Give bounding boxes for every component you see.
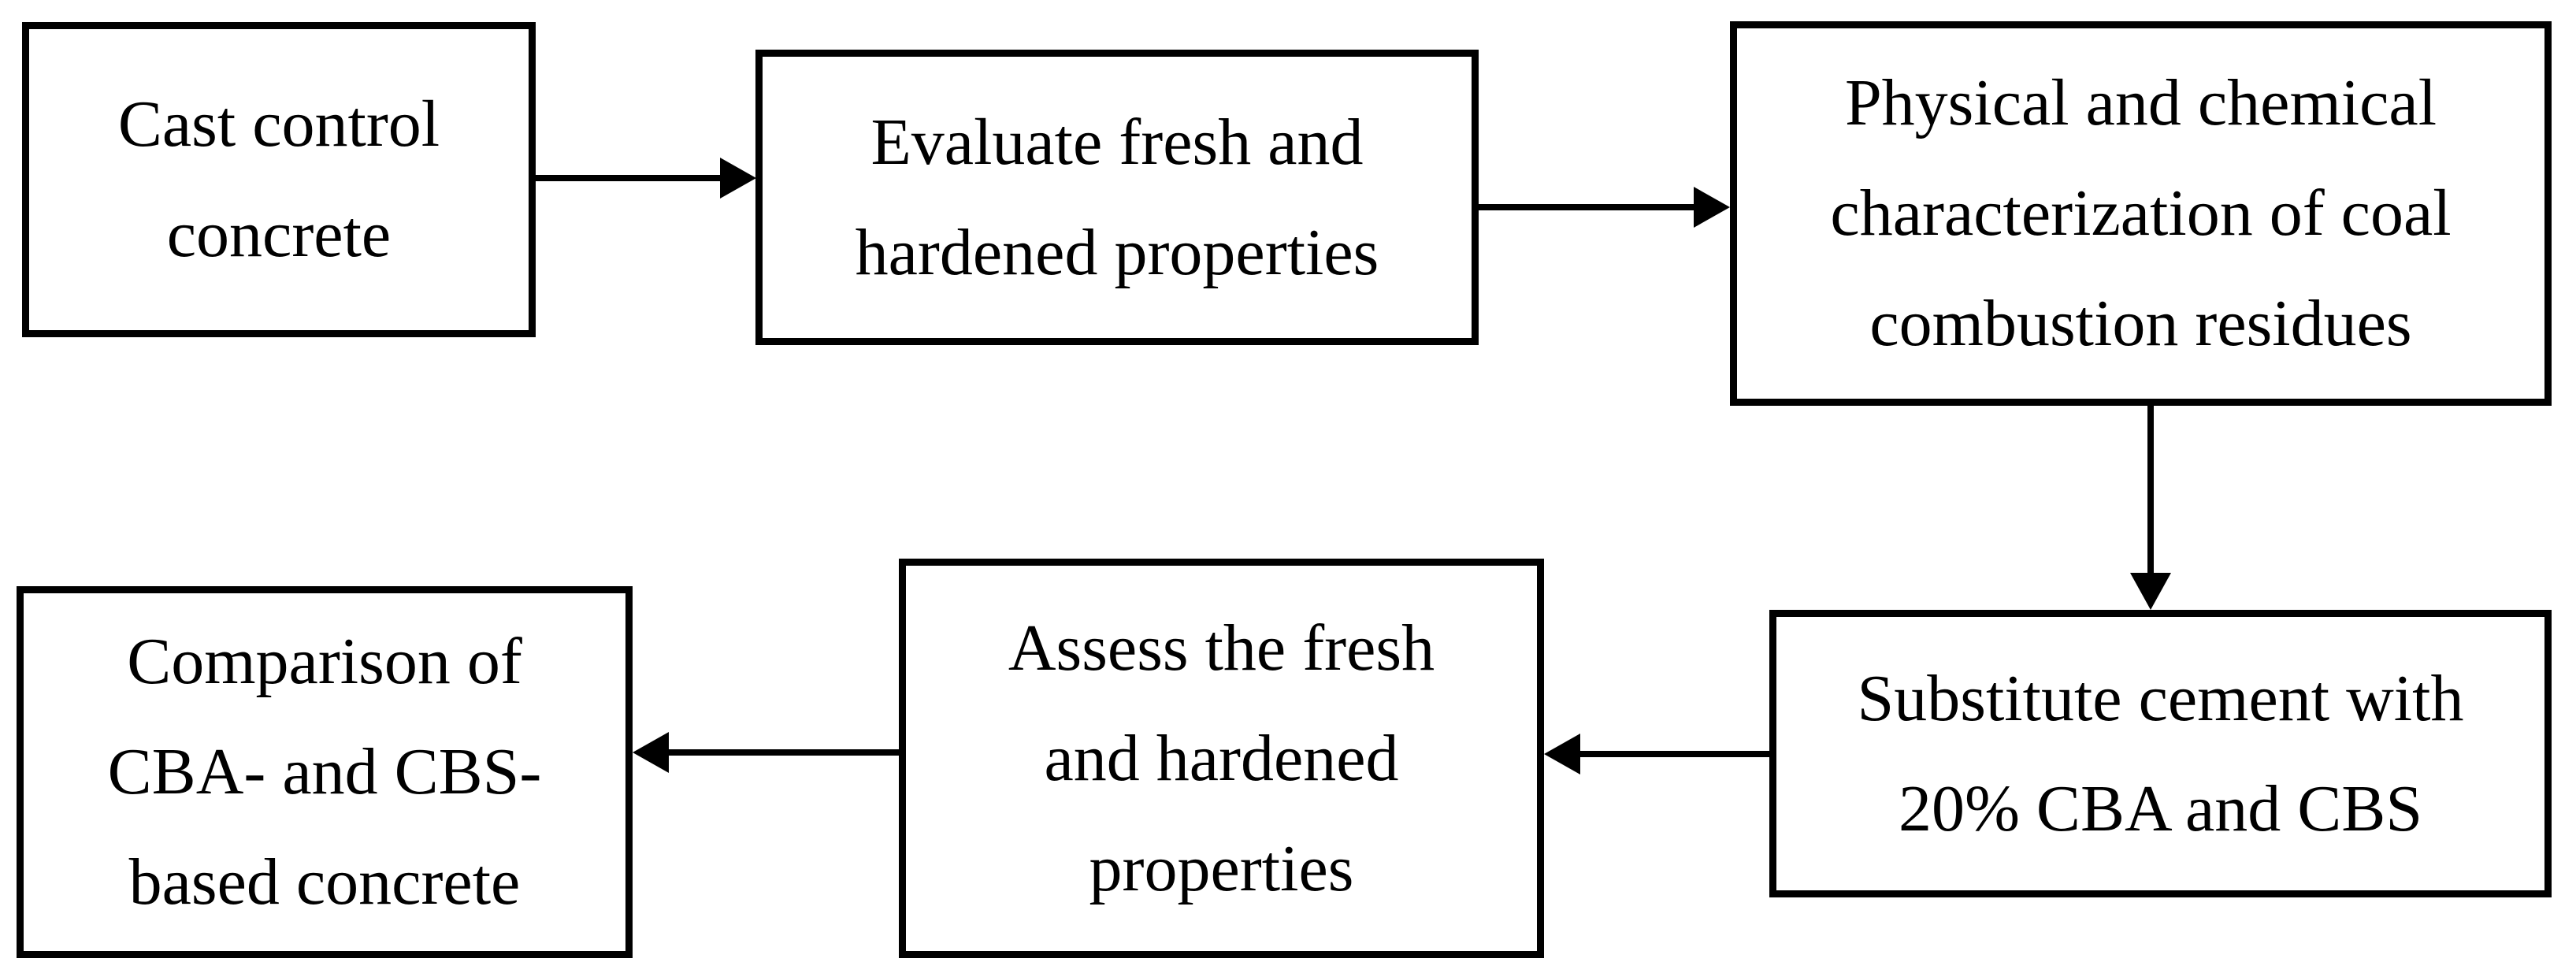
node-label-line: Cast control — [117, 87, 440, 161]
node-characterization-residues: Physical and chemical characterization o… — [1730, 21, 2552, 406]
node-label-line: concrete — [166, 198, 392, 271]
node-label-line: combustion residues — [1869, 287, 2412, 360]
arrow-substitute-to-assess — [1544, 734, 1769, 775]
arrow-cast-to-evaluate — [536, 158, 756, 199]
node-cast-control-concrete: Cast control concrete — [22, 22, 536, 337]
node-label-line: Physical and chemical — [1844, 66, 2437, 139]
node-label-line: based concrete — [128, 845, 521, 919]
node-label-line: Comparison of — [127, 625, 522, 698]
node-label-line: hardened properties — [855, 215, 1379, 289]
node-assess-properties: Assess the fresh and hardened properties — [899, 559, 1544, 958]
node-substitute-cement: Substitute cement with 20% CBA and CBS — [1769, 610, 2552, 897]
arrow-characterization-to-substitute — [2130, 406, 2171, 610]
node-label-line: properties — [1089, 831, 1354, 905]
node-label-line: 20% CBA and CBS — [1898, 771, 2423, 845]
arrow-evaluate-to-characterization — [1479, 187, 1730, 228]
node-label-line: and hardened — [1044, 721, 1399, 795]
node-label-line: Assess the fresh — [1008, 611, 1435, 685]
node-evaluate-properties: Evaluate fresh and hardened properties — [755, 50, 1479, 345]
node-label-line: characterization of coal — [1830, 176, 2452, 250]
node-label-line: Substitute cement with — [1857, 661, 2464, 735]
node-label-line: Evaluate fresh and — [870, 105, 1364, 179]
arrow-assess-to-comparison — [633, 732, 899, 773]
node-label-line: CBA- and CBS- — [107, 735, 542, 808]
node-comparison-concrete: Comparison of CBA- and CBS- based concre… — [17, 586, 633, 958]
